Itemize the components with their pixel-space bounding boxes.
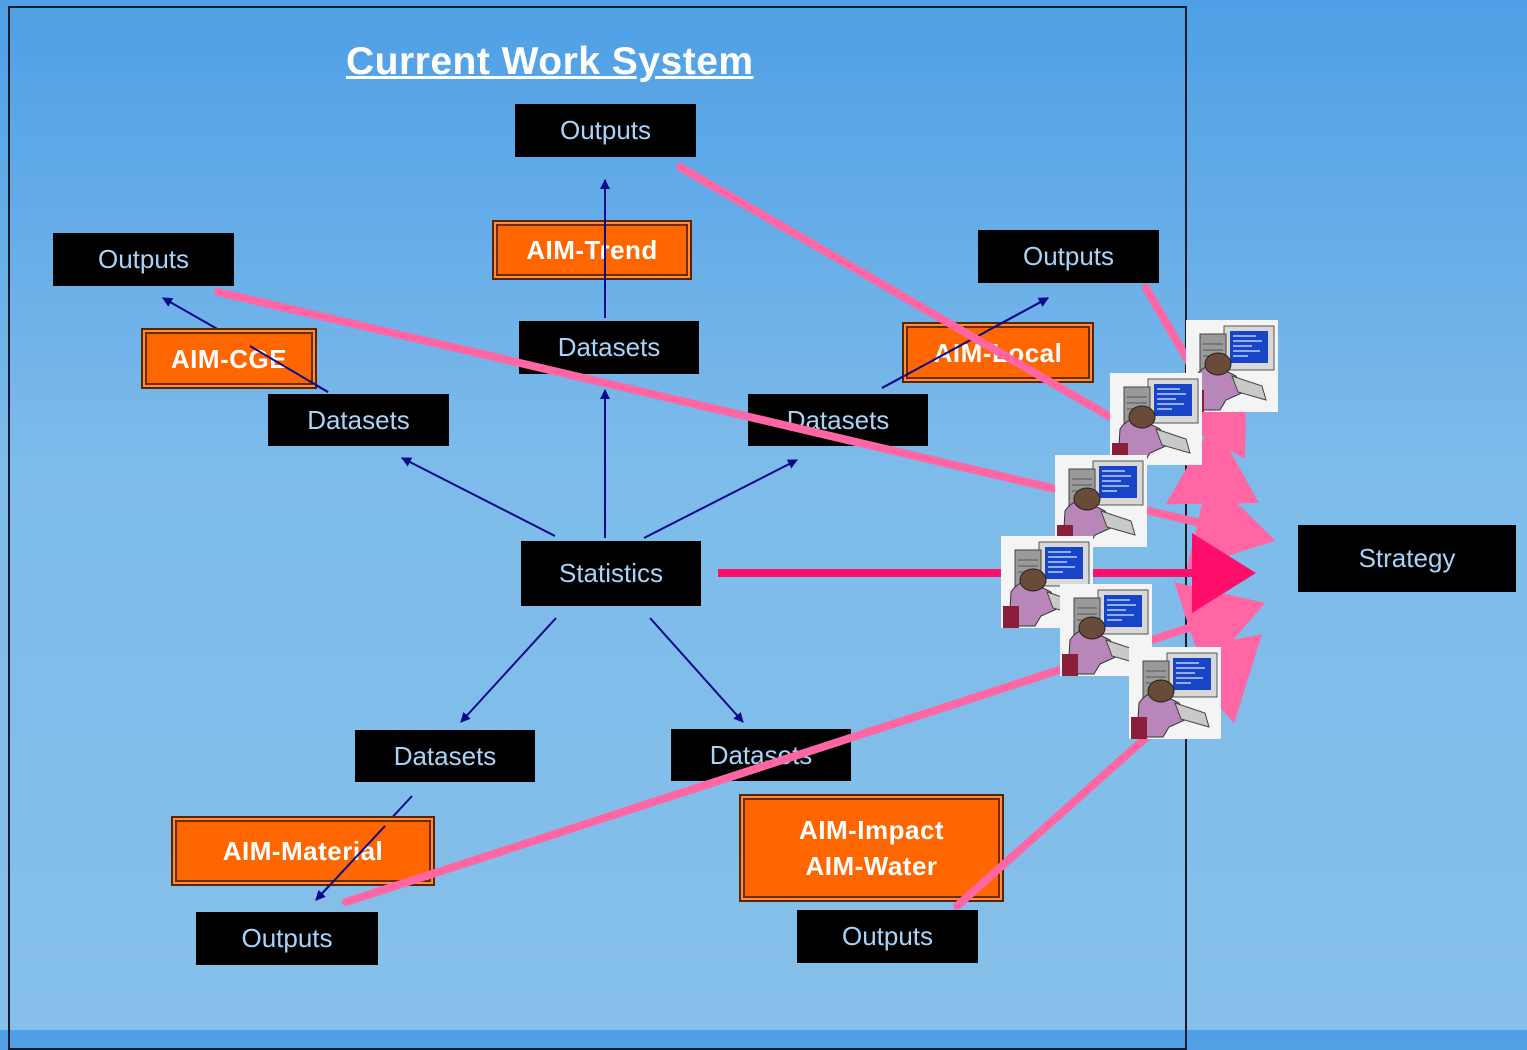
frustrated-worker-icon — [1055, 455, 1147, 547]
frustrated-worker-icon — [1129, 647, 1221, 739]
statistics-box: Statistics — [521, 541, 701, 606]
aim-trend-box: AIM-Trend — [492, 220, 692, 280]
outputs-left-box: Outputs — [53, 233, 234, 286]
datasets-left-box: Datasets — [268, 394, 449, 446]
aim-water-label: AIM-Water — [805, 851, 938, 881]
outputs-bottom-left-box: Outputs — [196, 912, 378, 965]
datasets-center-box: Datasets — [519, 321, 699, 374]
frustrated-worker-icon — [1110, 373, 1202, 465]
aim-cge-box: AIM-CGE — [141, 328, 317, 389]
datasets-bottom-left-box: Datasets — [355, 730, 535, 782]
aim-local-box: AIM-Local — [902, 322, 1094, 383]
datasets-right-box: Datasets — [748, 394, 928, 446]
strategy-box: Strategy — [1298, 525, 1516, 592]
aim-material-box: AIM-Material — [171, 816, 435, 886]
outputs-top-box: Outputs — [515, 104, 696, 157]
system-frame — [8, 6, 1187, 1050]
diagram-title: Current Work System — [346, 40, 754, 83]
datasets-bottom-right-box: Datasets — [671, 729, 851, 781]
aim-impact-water-box: AIM-Impact AIM-Water — [739, 794, 1004, 902]
aim-impact-label: AIM-Impact — [798, 815, 945, 845]
outputs-right-box: Outputs — [978, 230, 1159, 283]
outputs-bottom-right-box: Outputs — [797, 910, 978, 963]
